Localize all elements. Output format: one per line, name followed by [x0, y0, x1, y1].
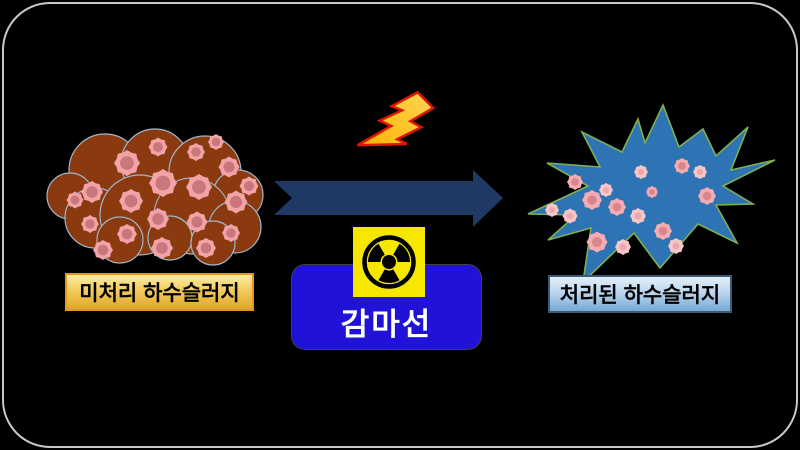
untreated-sludge-illustration — [46, 128, 264, 266]
radiation-icon — [353, 227, 425, 297]
treated-sludge-label: 처리된 하수슬러지 — [548, 275, 732, 313]
gamma-ray-label: 감마선 — [340, 307, 433, 342]
right-arrow-icon — [274, 170, 503, 227]
treated-sludge-starburst — [527, 102, 776, 285]
lightning-icon — [356, 90, 436, 147]
untreated-sludge-label: 미처리 하수슬러지 — [65, 273, 254, 311]
